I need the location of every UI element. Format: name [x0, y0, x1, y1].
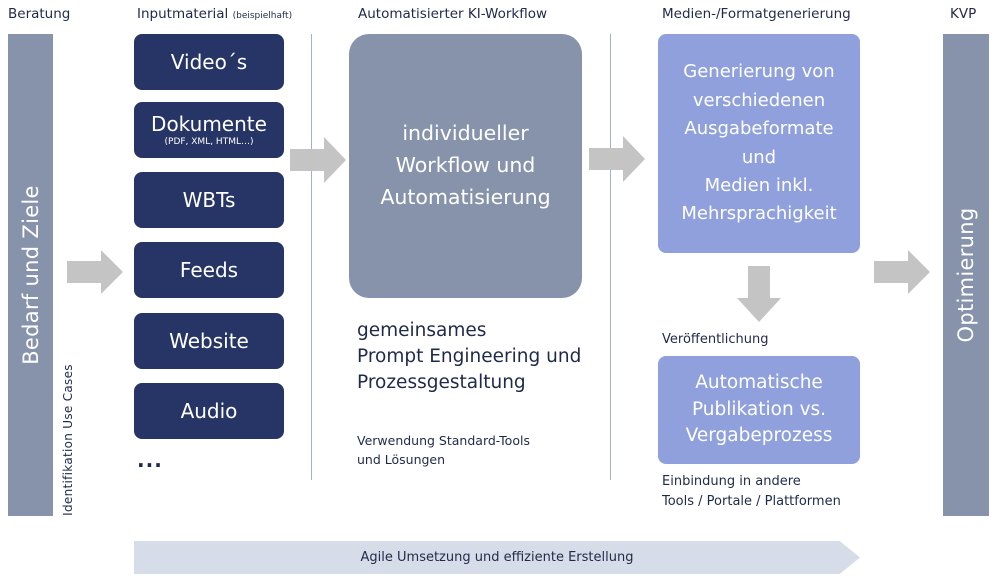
- arrow-down-to-publication: [737, 266, 781, 322]
- header-inputmaterial: Inputmaterial (beispielhaft): [137, 6, 292, 22]
- media-line: verschiedenen: [692, 89, 826, 111]
- workflow-line: Workflow und: [395, 153, 536, 178]
- media-line: Generierung von: [683, 61, 835, 83]
- integration-line: Tools / Portale / Plattformen: [662, 494, 841, 510]
- arrow-to-media: [589, 136, 645, 182]
- needs-and-goals-bar: Bedarf und Ziele: [8, 34, 53, 516]
- input-video: Video´s: [134, 34, 284, 90]
- agile-banner-label: Agile Umsetzung und effiziente Erstellun…: [360, 550, 634, 565]
- divider-left: [311, 34, 312, 480]
- tools-line: Verwendung Standard-Tools: [357, 433, 530, 448]
- input-video-label: Video´s: [170, 50, 248, 74]
- prompt-line: Prozessgestaltung: [357, 371, 526, 393]
- integration-line: Einbindung in andere: [662, 474, 801, 489]
- input-wbts: WBTs: [134, 172, 284, 228]
- header-kvp: KVP: [950, 6, 977, 22]
- agile-banner: Agile Umsetzung und effiziente Erstellun…: [134, 541, 860, 574]
- media-line: Mehrsprachigkeit: [681, 203, 837, 225]
- input-feeds-label: Feeds: [179, 258, 239, 282]
- integration-text: Einbindung in andere Tools / Portale / P…: [662, 472, 841, 512]
- arrow-to-inputs: [67, 250, 123, 294]
- input-audio-label: Audio: [180, 399, 238, 423]
- optimization-bar: Optimierung: [943, 34, 989, 516]
- input-website: Website: [134, 313, 284, 369]
- divider-right: [610, 34, 611, 480]
- prompt-line: Prompt Engineering und: [357, 345, 582, 367]
- media-generation-box: Generierung von verschiedenen Ausgabefor…: [658, 34, 860, 253]
- workflow-automation-box: individueller Workflow und Automatisieru…: [349, 34, 582, 298]
- prompt-line: gemeinsames: [357, 320, 487, 341]
- media-generation-text: Generierung von verschiedenen Ausgabefor…: [681, 58, 836, 229]
- input-wbts-label: WBTs: [182, 188, 236, 212]
- input-website-label: Website: [169, 329, 249, 353]
- header-ki-workflow: Automatisierter KI-Workflow: [358, 6, 548, 22]
- header-beratung: Beratung: [8, 6, 71, 22]
- publication-box: Automatische Publikation vs. Vergabeproz…: [658, 356, 860, 464]
- arrow-to-optimization: [874, 250, 930, 294]
- workflow-automation-text: individueller Workflow und Automatisieru…: [380, 118, 550, 213]
- input-dokumente-sub: (PDF, XML, HTML…): [164, 137, 254, 147]
- needs-and-goals-label: Bedarf und Ziele: [18, 185, 43, 365]
- workflow-line: Automatisierung: [380, 184, 551, 209]
- input-dokumente: Dokumente (PDF, XML, HTML…): [134, 102, 284, 158]
- use-cases-caption-box: Identifikation Use Cases: [54, 364, 82, 516]
- header-inputmaterial-note: (beispielhaft): [232, 11, 293, 21]
- publication-line: Automatische: [695, 371, 823, 393]
- header-inputmaterial-label: Inputmaterial: [137, 6, 229, 22]
- prompt-engineering-text: gemeinsames Prompt Engineering und Proze…: [357, 318, 581, 396]
- use-cases-caption: Identifikation Use Cases: [61, 364, 75, 516]
- workflow-line: individueller: [402, 121, 529, 146]
- standard-tools-text: Verwendung Standard-Tools und Lösungen: [357, 431, 530, 470]
- publication-line: Publikation vs.: [691, 398, 827, 420]
- tools-line: und Lösungen: [357, 452, 446, 468]
- media-line: Ausgabeformate: [684, 118, 834, 140]
- media-line: und: [741, 146, 777, 168]
- header-medien: Medien-/Formatgenerierung: [662, 6, 851, 22]
- input-dokumente-label: Dokumente: [151, 112, 267, 136]
- publication-line: Vergabeprozess: [685, 425, 833, 447]
- optimization-label: Optimierung: [954, 207, 978, 343]
- input-feeds: Feeds: [134, 242, 284, 298]
- inputs-more-ellipsis: ...: [137, 448, 163, 472]
- input-audio: Audio: [134, 383, 284, 439]
- publication-label: Veröffentlichung: [662, 332, 769, 347]
- arrow-to-workflow: [290, 137, 346, 183]
- publication-text: Automatische Publikation vs. Vergabeproz…: [686, 370, 833, 450]
- media-line: Medien inkl.: [704, 174, 814, 196]
